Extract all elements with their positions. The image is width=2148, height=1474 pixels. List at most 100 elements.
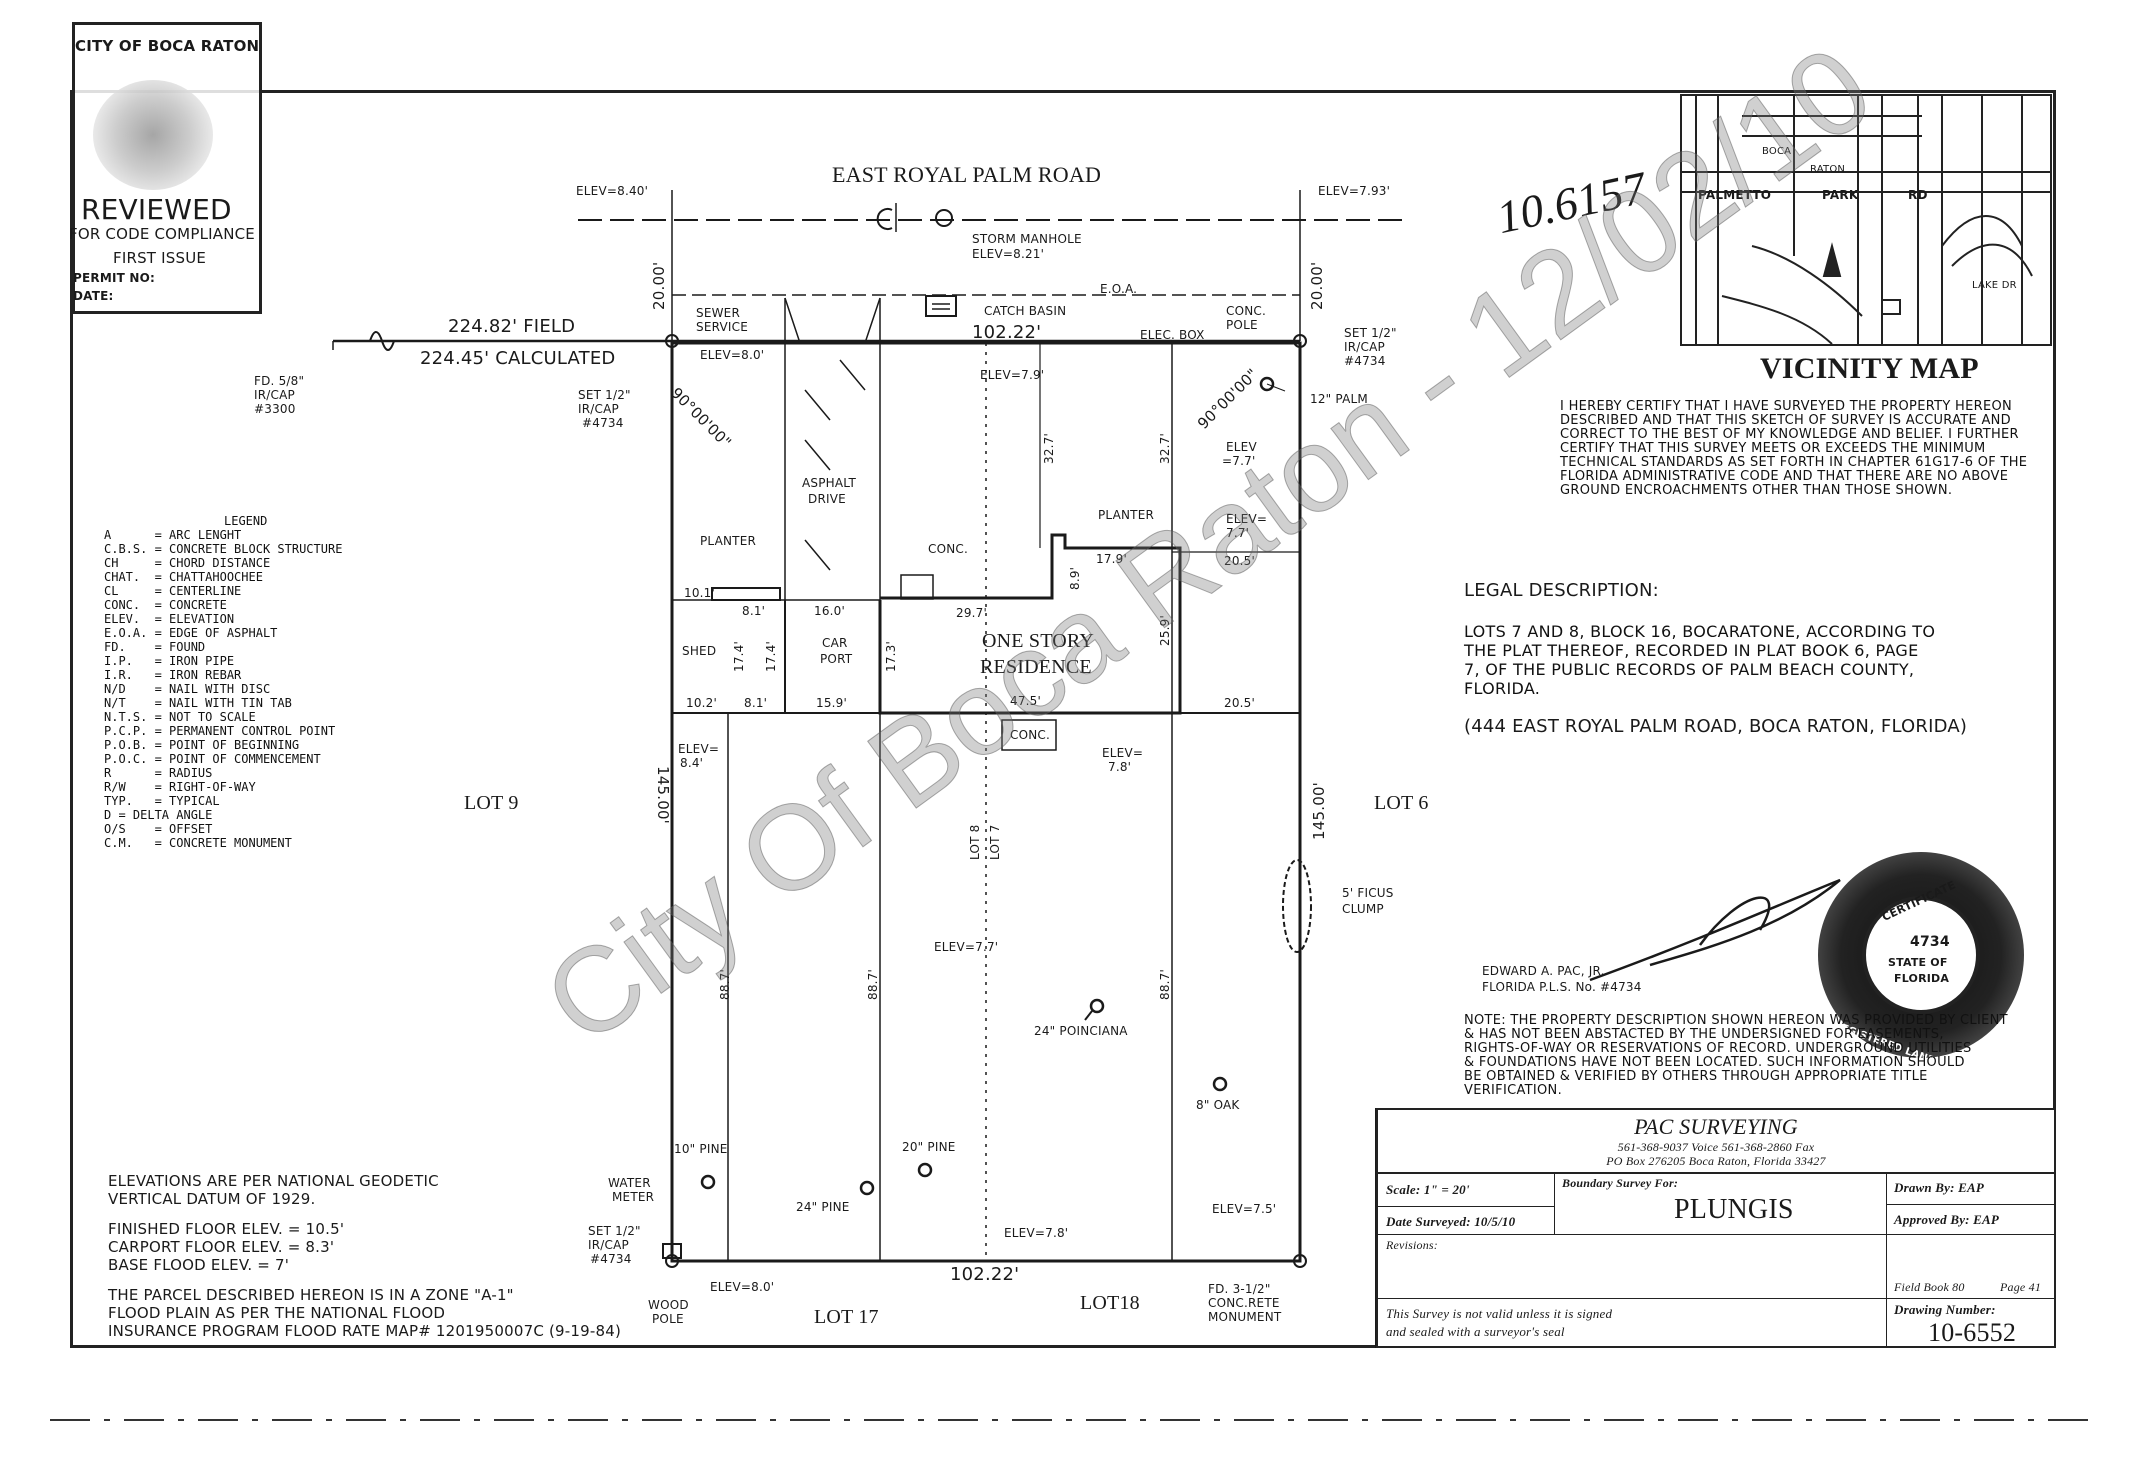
- vicinity-map-title: VICINITY MAP: [1760, 352, 1979, 385]
- dim-88-7b: 88.7': [866, 968, 880, 1000]
- lot-17-label: LOT 17: [814, 1306, 879, 1328]
- dim-17-9: 17.9': [1096, 552, 1128, 566]
- set-pin-bl-2: IR/CAP: [588, 1238, 629, 1252]
- elev-w-2: 8.4': [680, 756, 704, 770]
- shed-label: SHED: [682, 644, 717, 658]
- dim-17-4b: 17.4': [764, 640, 778, 672]
- legend-item: P.O.C. = POINT OF COMMENCEMENT: [104, 752, 321, 766]
- eoa-label: E.O.A.: [1100, 282, 1138, 296]
- legend-item: D = DELTA ANGLE: [104, 808, 213, 822]
- revisions-label: Revisions:: [1386, 1238, 1438, 1252]
- elev-ne-1: ELEV: [1226, 440, 1257, 454]
- carport-1: CAR: [822, 636, 848, 650]
- company-address: PO Box 276205 Boca Raton, Florida 33427: [1606, 1154, 1826, 1168]
- legend-item: R = RADIUS: [104, 766, 213, 780]
- legend-item: C.M. = CONCRETE MONUMENT: [104, 836, 292, 850]
- elev-w-1: ELEV=: [678, 742, 720, 756]
- set-pin-right-2: IR/CAP: [1344, 340, 1385, 354]
- elev-78-1: ELEV=: [1102, 746, 1144, 760]
- planter-left-label: PLANTER: [700, 534, 757, 548]
- dim-16-0: 16.0': [814, 604, 846, 618]
- drawn-by: Drawn By: EAP: [1894, 1180, 1985, 1195]
- sewer-service-label: SERVICE: [696, 320, 748, 334]
- elev-e-1: ELEV=: [1226, 512, 1268, 526]
- dim-20-5-top: 20.5': [1224, 554, 1256, 568]
- elev-78-bottom: ELEV=7.8': [1004, 1226, 1069, 1240]
- certification-line: TECHNICAL STANDARDS AS SET FORTH IN CHAP…: [1560, 455, 2028, 470]
- vicinity-map: PALMETTO PARK RD BOCA RATON LAKE DR: [1680, 94, 2052, 346]
- dim-32-left: 32.7': [1042, 432, 1056, 464]
- elev-75: ELEV=7.5': [1212, 1202, 1277, 1216]
- found-pin-1: FD. 5/8": [254, 374, 305, 388]
- legal-line: LOTS 7 AND 8, BLOCK 16, BOCARATONE, ACCO…: [1464, 622, 1936, 641]
- map-park: PARK: [1822, 188, 1859, 202]
- elev-ne-2: =7.7': [1222, 454, 1256, 468]
- monument-1: FD. 3-1/2": [1208, 1282, 1271, 1296]
- seal-florida: FLORIDA: [1894, 972, 1950, 985]
- disclaimer-line: & FOUNDATIONS HAVE NOT BEEN LOCATED. SUC…: [1464, 1055, 1965, 1070]
- lot-6-label: LOT 6: [1374, 792, 1429, 814]
- front-width: 102.22': [972, 322, 1042, 343]
- disclaimer-line: RIGHTS-OF-WAY OR RESERVATIONS OF RECORD.…: [1464, 1041, 1972, 1056]
- row-width-right: 20.00': [1308, 261, 1326, 310]
- conc-label: CONC.: [928, 542, 968, 556]
- dim-8-1-bot: 8.1': [744, 696, 768, 710]
- surveyor-seal-center: [1862, 896, 1980, 1014]
- storm-manhole-label: STORM MANHOLE: [972, 232, 1082, 246]
- surveyor-license: FLORIDA P.L.S. No. #4734: [1482, 980, 1642, 994]
- elev-78-2: 7.8': [1108, 760, 1132, 774]
- legend-item: O/S = OFFSET: [104, 822, 213, 836]
- street-elev-right: ELEV=7.93': [1318, 184, 1391, 198]
- disclaimer-block: NOTE: THE PROPERTY DESCRIPTION SHOWN HER…: [1464, 1014, 2008, 1098]
- ficus-2: CLUMP: [1342, 902, 1384, 916]
- legend-item: ELEV. = ELEVATION: [104, 612, 235, 626]
- set-pin-bl-1: SET 1/2": [588, 1224, 641, 1238]
- legend-item: CH = CHORD DISTANCE: [104, 556, 271, 570]
- wood-pole-2: POLE: [652, 1312, 684, 1326]
- map-rd: RD: [1908, 188, 1928, 202]
- dim-17-3: 17.3': [884, 640, 898, 672]
- disclaimer-line: BE OBTAINED & VERIFIED BY OTHERS THROUGH…: [1464, 1069, 1928, 1084]
- elev-note-1: ELEVATIONS ARE PER NATIONAL GEODETIC: [108, 1172, 439, 1190]
- disclaimer-line: VERIFICATION.: [1464, 1083, 1563, 1098]
- water-meter-1: WATER: [608, 1176, 651, 1190]
- base-flood-note: BASE FLOOD ELEV. = 7': [108, 1256, 290, 1274]
- side-length-right: 145.00': [1310, 781, 1328, 840]
- approved-by: Approved By: EAP: [1894, 1212, 2000, 1227]
- legal-line: 7, OF THE PUBLIC RECORDS OF PALM BEACH C…: [1464, 660, 1915, 679]
- certification-line: CORRECT TO THE BEST OF MY KNOWLEDGE AND …: [1560, 427, 2019, 442]
- sewer-label: SEWER: [696, 306, 740, 320]
- map-lake-dr: LAKE DR: [1972, 280, 2017, 291]
- legend-item: R/W = RIGHT-OF-WAY: [104, 780, 256, 794]
- palm-tree-label: 12" PALM: [1310, 392, 1368, 406]
- certification-line: GROUND ENCROACHMENTS OTHER THAN THOSE SH…: [1560, 483, 1953, 498]
- title-block: PAC SURVEYING 561-368-9037 Voice 561-368…: [1376, 1108, 2056, 1348]
- street-elev-left: ELEV=8.40': [576, 184, 649, 198]
- disclaimer-line: NOTE: THE PROPERTY DESCRIPTION SHOWN HER…: [1464, 1013, 2008, 1028]
- map-boca: BOCA: [1762, 146, 1792, 157]
- certification-line: DESCRIBED AND THAT THIS SKETCH OF SURVEY…: [1560, 413, 2011, 428]
- conc-pole-label: CONC. POLE: [1226, 304, 1266, 332]
- side-length-left: 145.00': [654, 766, 672, 825]
- monument-3: MONUMENT: [1208, 1310, 1282, 1324]
- set-pin-bl-3: #4734: [590, 1252, 632, 1266]
- set-pin-left-1: SET 1/2": [578, 388, 631, 402]
- elev-77: ELEV=7.7': [934, 940, 999, 954]
- legend-item: CONC. = CONCRETE: [104, 598, 227, 612]
- elev-80-bottom: ELEV=8.0': [710, 1280, 775, 1294]
- finished-floor-note: FINISHED FLOOR ELEV. = 10.5': [108, 1220, 345, 1238]
- catch-basin-label: CATCH BASIN: [984, 304, 1067, 318]
- legend-item: N/T = NAIL WITH TIN TAB: [104, 696, 292, 710]
- dim-47-5: 47.5': [1010, 694, 1042, 708]
- flood-zone-2: FLOOD PLAIN AS PER THE NATIONAL FLOOD: [108, 1304, 446, 1322]
- sheet-border: [70, 90, 2056, 1348]
- set-pin-left-2: IR/CAP: [578, 402, 619, 416]
- dim-10-1: 10.1': [684, 586, 716, 600]
- city-seal: [93, 80, 213, 190]
- stamp-city: CITY OF BOCA RATON: [75, 37, 260, 55]
- ficus-1: 5' FICUS: [1342, 886, 1394, 900]
- asphalt-drive-1: ASPHALT: [802, 476, 857, 490]
- pine-24-label: 24" PINE: [796, 1200, 850, 1214]
- certification-line: FLORIDA ADMINISTRATIVE CODE AND THAT THE…: [1560, 469, 2009, 484]
- found-pin-3: #3300: [254, 402, 296, 416]
